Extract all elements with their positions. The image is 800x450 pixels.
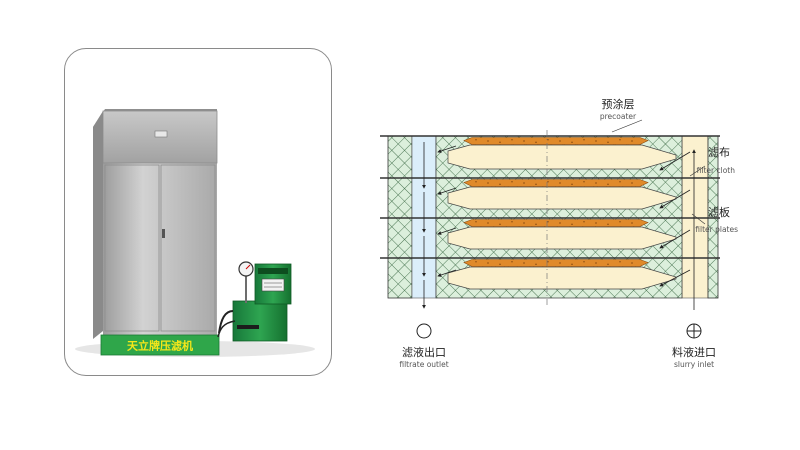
cabinet-door-right [160,164,216,332]
machine-name-plaque [100,334,220,356]
precoater-label-en: precoater [600,112,637,121]
filter-chamber [435,177,683,219]
filter-chambers [435,135,683,299]
slurry-channel [681,135,709,299]
schematic-svg: 预涂层 precoater 滤布 filter cloth 滤板 filter … [380,97,738,369]
cabinet-door-left [104,164,160,332]
slurry-inlet-label-cn: 料液进口 [672,345,716,359]
filtrate-outlet-label-cn: 滤液出口 [402,345,446,359]
filtrate-flow-arrows [422,142,457,309]
door-handle [162,229,165,238]
filter-chamber [435,257,683,299]
filter-plates-label-en: filter plates [695,225,738,234]
filter-plates-label-cn: 滤板 [708,205,730,219]
slurry-chamber [447,226,677,250]
filter-cloth-label-en: filter cloth [697,166,736,175]
machine-photo-card: 天立牌压滤机 [64,48,332,376]
tie-rods [380,135,720,259]
slurry-chamber [447,186,677,210]
precoat-layer [463,219,649,227]
filter-chamber [435,135,683,179]
filtrate-outlet-symbol [416,323,432,339]
filter-press-machine-illustration: 天立牌压滤机 [75,109,315,357]
filter-cloth-label-cn: 滤布 [708,146,730,159]
precoater-label-cn: 预涂层 [602,97,635,111]
slurry-chamber [447,266,677,290]
hydraulic-pump-unit [232,300,288,342]
precoat-layer [463,179,649,187]
precoater-leader [611,119,643,133]
precoat-layer [463,137,649,145]
filter-chamber [435,217,683,259]
left-plate-frame [387,135,413,299]
filter-press-schematic: 预涂层 precoater 滤布 filter cloth 滤板 filter … [360,80,740,384]
slurry-chamber [447,144,677,170]
machine-name-label: 天立牌压滤机 [127,339,193,353]
filtrate-outlet-label-en: filtrate outlet [399,360,448,369]
slurry-inlet-label-en: slurry inlet [674,360,714,369]
precoat-layer [463,259,649,267]
slurry-flow-arrows [659,149,696,310]
